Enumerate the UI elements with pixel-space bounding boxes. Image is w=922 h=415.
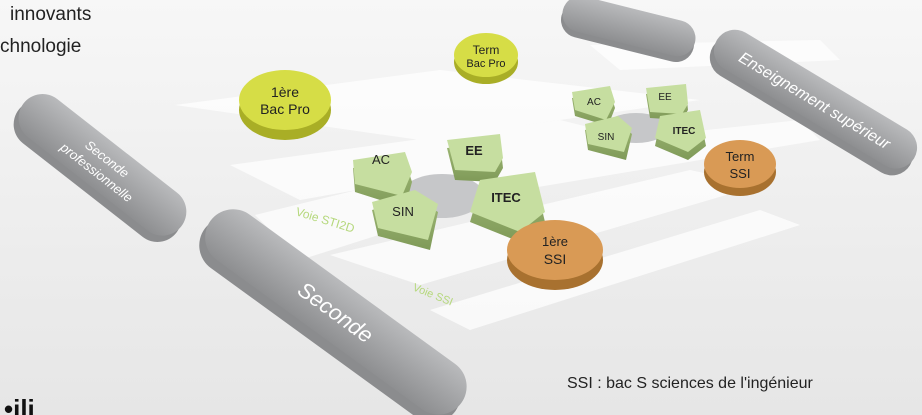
term-petal-itec: ITEC [655,110,706,160]
ssi-term-label-1: Term [726,149,755,164]
header-line-1: innovants [10,4,92,25]
term-petal-ac-label: AC [587,97,601,108]
header-line-2: chnologie [0,36,82,57]
term-petal-ee-label: EE [658,92,672,103]
seconde-pro-pill: Seconde professionnelle [13,94,187,242]
bac-pro-1ere-label-1: 1ère [271,84,299,100]
ssi-1ere-label-2: SSI [544,251,567,267]
caption: SSI : bac S sciences de l'ingénieur [567,375,813,392]
term-petal-sin-label: SIN [598,132,615,143]
ssi-term-label-2: SSI [730,166,751,181]
voie-ssi-label: Voie SSI [411,282,455,309]
petal-sin-label: SIN [392,204,414,219]
petal-itec-label: ITEC [491,190,521,205]
petal-ee-label: EE [465,143,483,158]
bac-pro-1ere-disk: 1ère Bac Pro [239,70,331,140]
top-pill [561,0,696,63]
bac-pro-1ere-label-2: Bac Pro [260,101,310,117]
ssi-1ere-disk: 1ère SSI [507,220,603,290]
term-petal-sin: SIN [585,116,632,160]
bottom-fragment: •ili [4,394,35,415]
petal-ee: EE [447,134,503,182]
term-petal-ee: EE [646,84,688,120]
bac-pro-term-label-2: Bac Pro [466,58,505,70]
term-petal-itec-label: ITEC [673,126,696,137]
ssi-1ere-label-1: 1ère [542,234,568,249]
sti2d-1ere-cluster: AC EE SIN ITEC [353,134,545,250]
petal-ac-label: AC [372,152,390,167]
petal-sin: SIN [372,190,438,250]
term-petal-ac: AC [572,86,615,126]
bac-pro-term-disk: Term Bac Pro [454,33,518,84]
ssi-term-disk: Term SSI [704,140,776,196]
bac-pro-term-label-1: Term [473,43,500,57]
sti2d-term-cluster: AC EE SIN ITEC [572,84,706,160]
